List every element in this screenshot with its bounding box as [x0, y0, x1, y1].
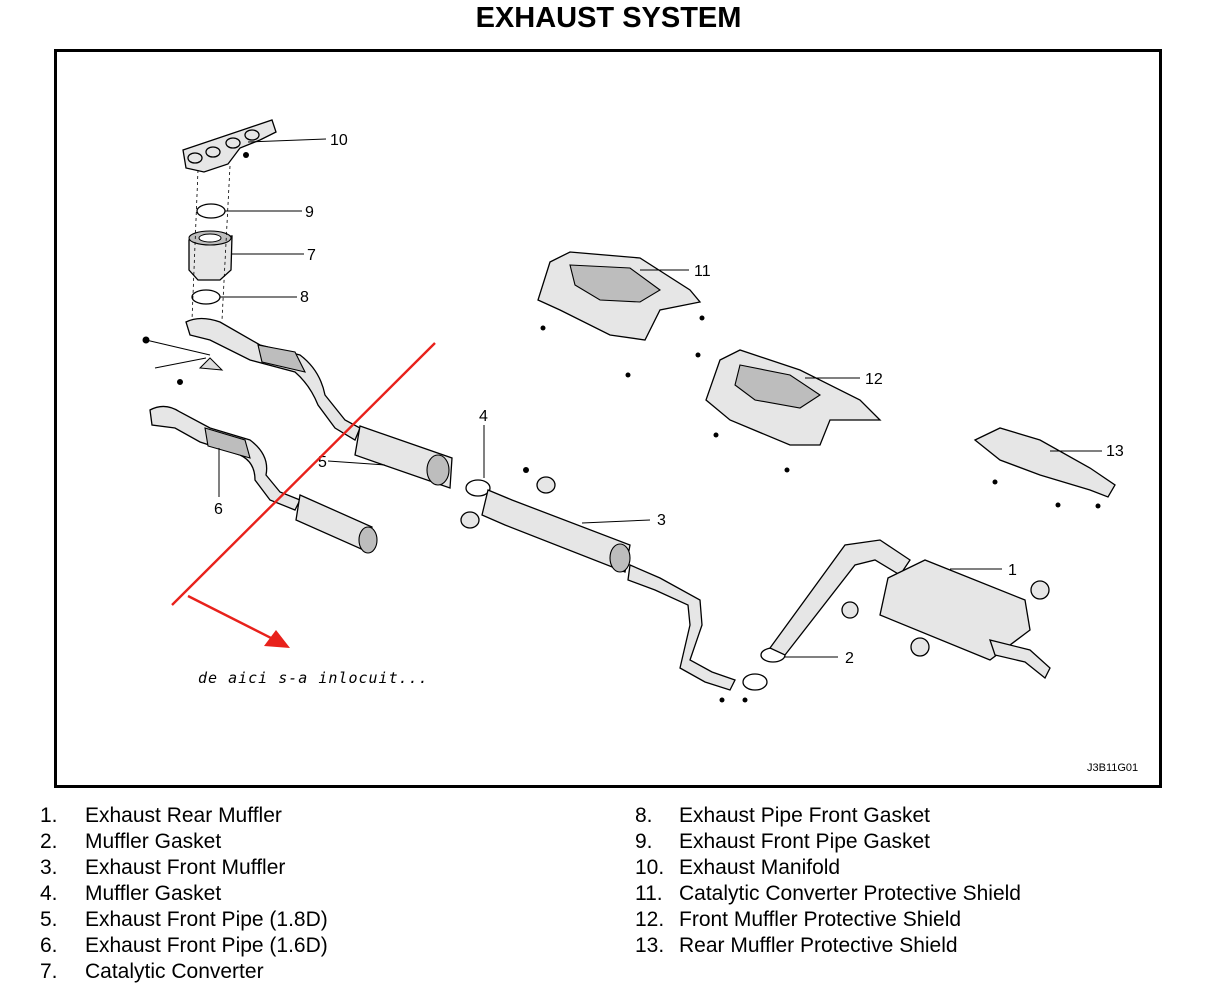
callout-2: 2 [845, 650, 854, 667]
exhaust-manifold-part [182, 119, 277, 173]
figure-code: J3B11G01 [1087, 762, 1138, 774]
callout-13: 13 [1106, 443, 1124, 460]
callout-10: 10 [330, 132, 348, 149]
muffler-gasket-front-part [460, 467, 556, 529]
catalytic-converter-shield-part [537, 251, 705, 378]
diagram-frame [54, 49, 1162, 788]
pipe-front-gasket-part [191, 289, 221, 305]
annotation-text: de aici s-a inlocuit... [198, 669, 429, 687]
callout-4: 4 [479, 408, 488, 425]
exhaust-front-muffler-part [481, 489, 736, 691]
front-pipe-1-6d-part [149, 405, 378, 554]
replacement-marker [171, 342, 436, 648]
catalytic-converter-part [188, 230, 233, 281]
page-title: EXHAUST SYSTEM [475, 2, 742, 34]
muffler-gasket-rear-part [719, 647, 786, 703]
callout-9: 9 [305, 204, 314, 221]
callout-12: 12 [865, 371, 883, 388]
front-muffler-shield-part [705, 349, 882, 473]
callout-11: 11 [694, 263, 711, 280]
callout-5: 5 [318, 454, 327, 471]
exhaust-rear-muffler-part [769, 539, 1051, 680]
callout-3: 3 [657, 512, 666, 529]
front-pipe-1-8d-part [185, 317, 453, 489]
front-pipe-gasket-part [196, 203, 226, 219]
callout-8: 8 [300, 289, 309, 306]
callout-6: 6 [214, 501, 223, 518]
rear-muffler-shield-part [973, 427, 1116, 509]
callout-1: 1 [1008, 562, 1017, 579]
callout-7: 7 [307, 247, 316, 264]
